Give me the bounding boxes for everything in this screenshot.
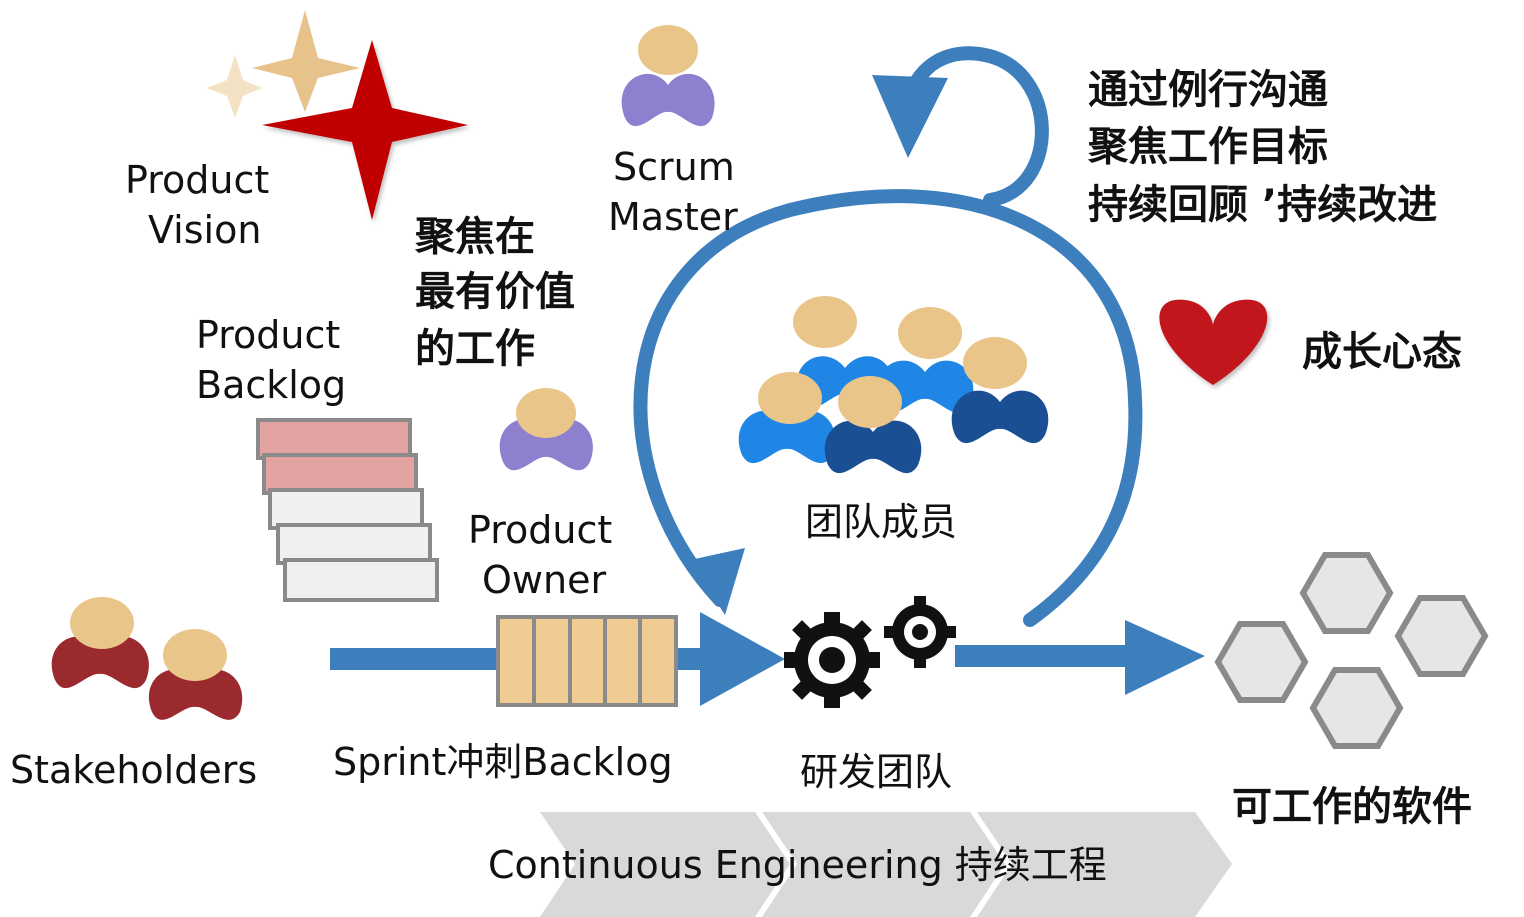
scrum-master-person-icon [621,25,715,127]
product-owner-person-icon [499,388,593,471]
iteration-loop-arrow [633,189,1143,627]
backlog-item [283,558,439,602]
backlog-item [268,488,424,530]
product-owner-label-1: Product [468,508,612,552]
focus-value-line-3: 的工作 [415,326,535,372]
team-members-icon [738,296,1049,474]
product-backlog-label-2: Backlog [196,363,346,407]
product-vision-label-1: Product [125,158,269,202]
hexagon [1394,595,1489,677]
star-tan-icon [252,10,360,112]
chevron-3 [977,812,1232,917]
routine-comm-line-3: 持续回顾 ’持续改进 [1088,182,1437,228]
continuous-engineering-band: Continuous Engineering 持续工程 [488,812,1232,917]
stakeholders-person-icon [51,597,243,720]
focus-value-line-1: 聚焦在 [414,214,535,260]
dev-team-label: 研发团队 [800,750,952,794]
daily-loop-arrow-head [872,75,948,158]
flow-arrow-head-2 [1125,620,1205,695]
backlog-item [276,523,432,565]
hexagon [1214,621,1309,703]
product-owner-label-2: Owner [482,558,606,602]
focus-value-line-2: 最有价值 [415,269,575,315]
chevron-1 [540,812,790,917]
sprint-backlog-label: Sprint冲刺Backlog [333,740,673,784]
growth-mindset-label: 成长心态 [1302,329,1462,375]
continuous-engineering-label: Continuous Engineering 持续工程 [488,843,1107,887]
loop-arrow-head [690,548,745,615]
scrum-master-label-2: Master [608,195,738,239]
product-vision-stars [206,10,468,220]
product-backlog-label-1: Product [196,313,340,357]
daily-loop-arrow [872,46,1049,207]
working-software-hexagons [1214,552,1489,749]
backlog-item [256,418,412,460]
routine-comm-line-2: 聚焦工作目标 [1087,124,1328,170]
heart-icon [1159,299,1268,385]
flow-arrow-head-1 [700,612,785,706]
team-members-label: 团队成员 [805,500,957,544]
backlog-item [262,453,418,495]
hexagon [1299,552,1394,634]
product-backlog-stack [256,418,439,602]
star-small-icon [206,55,262,118]
sprint-backlog-bar [496,615,678,707]
working-software-label: 可工作的软件 [1232,784,1472,830]
star-red-icon [262,40,468,220]
chevron-2 [762,812,1005,917]
product-vision-label-2: Vision [148,208,261,252]
routine-comm-line-1: 通过例行沟通 [1088,67,1328,113]
gears-icon [784,596,956,708]
stakeholders-label: Stakeholders [10,748,257,792]
hexagon [1309,667,1404,749]
scrum-master-label-1: Scrum [613,145,735,189]
flow-arrow-main [330,612,1205,706]
